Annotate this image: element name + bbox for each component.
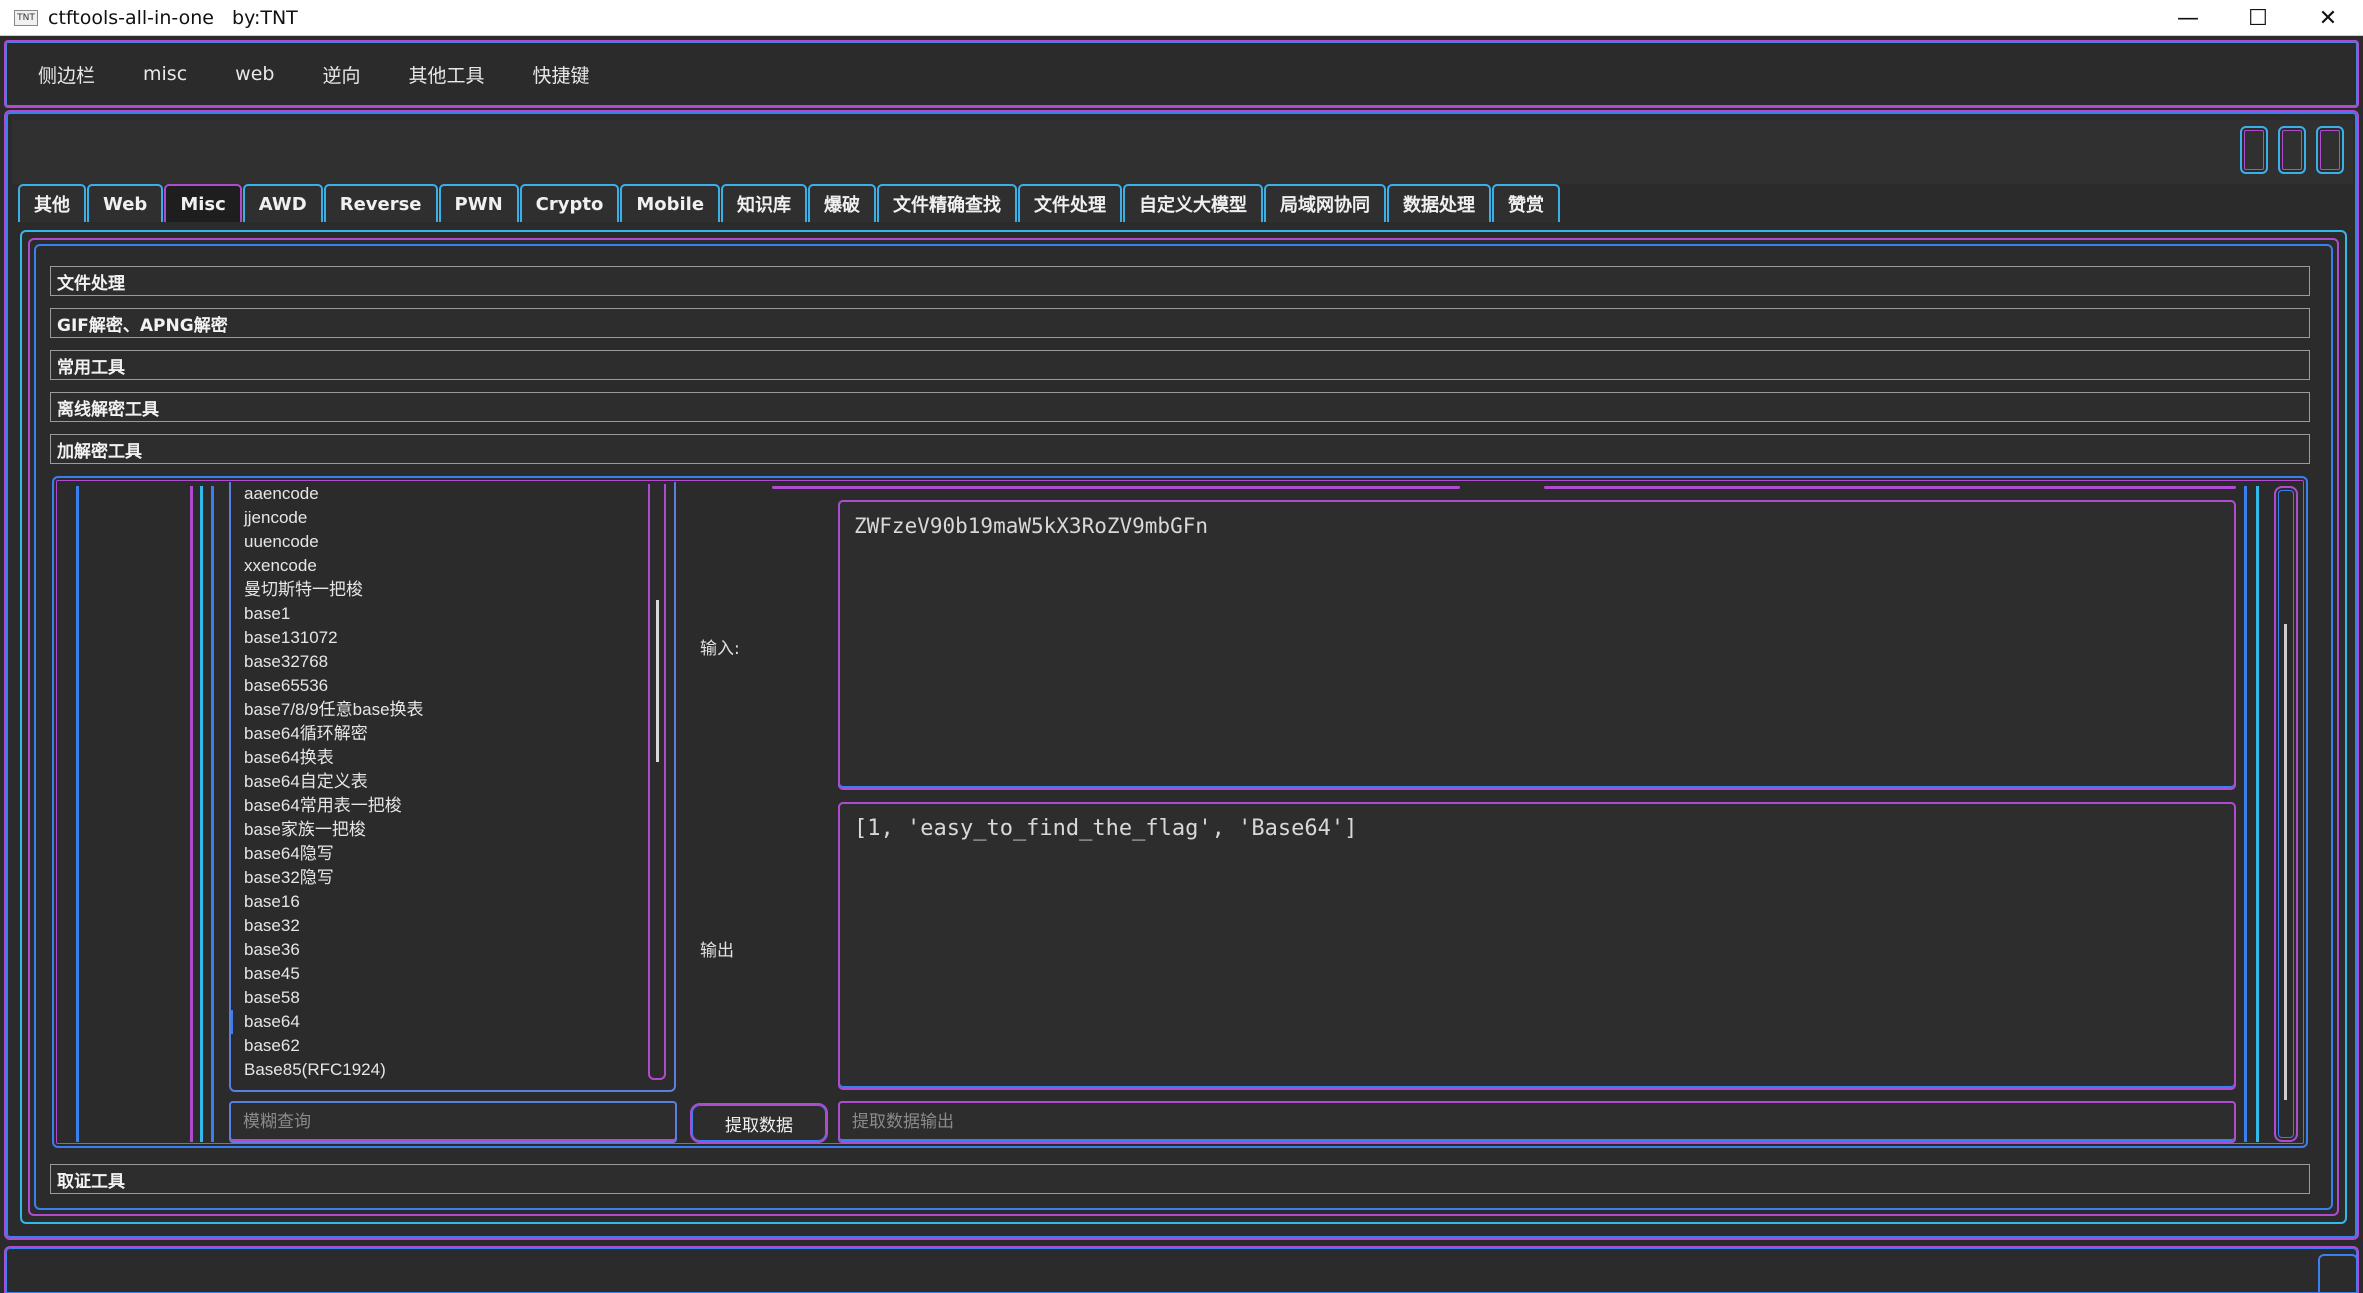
content-frame-inner [34, 244, 2333, 1210]
tab-misc[interactable]: Misc [164, 184, 242, 222]
frame-line [2256, 486, 2259, 1142]
output-textarea[interactable]: [1, 'easy_to_find_the_flag', 'Base64'] [838, 802, 2236, 1090]
menu-bar: 侧边栏 misc web 逆向 其他工具 快捷键 [4, 40, 2359, 108]
list-item[interactable]: uuencode [244, 532, 319, 551]
section-crypto-tools[interactable]: 加解密工具 [50, 434, 2310, 464]
corner-button-3[interactable] [2316, 126, 2344, 174]
list-scrollbar-thumb[interactable] [656, 600, 659, 762]
list-item[interactable]: jjencode [244, 508, 308, 527]
list-item[interactable]: aaencode [244, 484, 319, 503]
top-strip [12, 120, 2353, 184]
minimize-icon[interactable]: — [2177, 5, 2199, 31]
section-common-tools[interactable]: 常用工具 [50, 350, 2310, 380]
list-item[interactable]: Base85(RFC1924) [244, 1060, 386, 1079]
list-item[interactable]: base131072 [244, 628, 338, 647]
list-item[interactable]: base7/8/9任意base换表 [244, 700, 424, 719]
list-item[interactable]: base64循环解密 [244, 724, 368, 743]
tab-donate[interactable]: 赞赏 [1492, 184, 1561, 222]
tab-web[interactable]: Web [87, 184, 164, 222]
tab-pwn[interactable]: PWN [438, 184, 519, 222]
content-frame-outer [20, 230, 2347, 1224]
tab-lan-collab[interactable]: 局域网协同 [1264, 184, 1387, 222]
close-icon[interactable]: ✕ [2318, 5, 2338, 31]
tab-reverse[interactable]: Reverse [323, 184, 438, 222]
maximize-icon[interactable]: ☐ [2248, 5, 2268, 31]
list-item[interactable]: base62 [244, 1036, 300, 1055]
frame-line [200, 486, 203, 1142]
menu-other-tools[interactable]: 其他工具 [408, 64, 485, 87]
input-textarea[interactable]: ZWFzeV90b19maW5kX3RoZV9mbGFn [838, 500, 2236, 790]
tab-custom-llm[interactable]: 自定义大模型 [1123, 184, 1264, 222]
list-item[interactable]: 曼切斯特一把梭 [244, 580, 363, 599]
list-item[interactable]: base45 [244, 964, 300, 983]
panel-top-accent [772, 486, 1460, 489]
tab-mobile[interactable]: Mobile [620, 184, 721, 222]
window-title: ctftools-all-in-one by:TNT [48, 6, 298, 29]
tab-knowledge-base[interactable]: 知识库 [721, 184, 808, 222]
frame-line [76, 486, 79, 1142]
frame-line [190, 486, 193, 1142]
list-item-current[interactable]: base64 [231, 1010, 674, 1034]
corner-button-1[interactable] [2240, 126, 2268, 174]
panel-top-accent [1544, 486, 2236, 489]
section-gif-apng[interactable]: GIF解密、APNG解密 [50, 308, 2310, 338]
section-offline-decrypt[interactable]: 离线解密工具 [50, 392, 2310, 422]
menu-sidebar[interactable]: 侧边栏 [38, 64, 96, 87]
tab-bruteforce[interactable]: 爆破 [808, 184, 877, 222]
frame-line [2244, 486, 2247, 1142]
tab-crypto[interactable]: Crypto [519, 184, 620, 222]
title-bar[interactable]: TNT ctftools-all-in-one by:TNT — ☐ ✕ [0, 0, 2363, 36]
list-item[interactable]: base65536 [244, 676, 329, 695]
input-label: 输入: [700, 639, 740, 659]
list-item[interactable]: base32隐写 [244, 868, 334, 887]
panel-scrollbar-thumb[interactable] [2284, 624, 2287, 1100]
encoding-list[interactable]: aaencode jjencode uuencode xxencode 曼切斯特… [229, 482, 676, 1092]
content-frame-middle [28, 238, 2339, 1216]
footer-bar [4, 1246, 2359, 1293]
extract-output-field[interactable] [838, 1101, 2236, 1143]
list-item[interactable]: base64自定义表 [244, 772, 368, 791]
tab-file-processing[interactable]: 文件处理 [1018, 184, 1123, 222]
panel-scrollbar[interactable] [2274, 486, 2298, 1142]
menu-web[interactable]: web [235, 63, 275, 85]
list-item[interactable]: base32 [244, 916, 300, 935]
tab-bar: 其他 Web Misc AWD Reverse PWN Crypto Mobil… [18, 184, 1561, 222]
list-item[interactable]: xxencode [244, 556, 317, 575]
list-item[interactable]: base64换表 [244, 748, 334, 767]
list-item[interactable]: base1 [244, 604, 291, 623]
list-item[interactable]: base64隐写 [244, 844, 334, 863]
tab-file-search[interactable]: 文件精确查找 [877, 184, 1018, 222]
crypto-panel [52, 476, 2308, 1148]
section-forensics[interactable]: 取证工具 [50, 1164, 2310, 1194]
list-scrollbar[interactable] [648, 484, 666, 1080]
footer-corner-button[interactable] [2318, 1254, 2358, 1293]
app-icon: TNT [14, 9, 38, 26]
menu-reverse[interactable]: 逆向 [322, 64, 361, 87]
tab-awd[interactable]: AWD [242, 184, 323, 222]
section-file-processing[interactable]: 文件处理 [50, 266, 2310, 296]
list-item[interactable]: base64常用表一把梭 [244, 796, 402, 815]
window-controls: — ☐ ✕ [2153, 0, 2363, 36]
list-item[interactable]: base58 [244, 988, 300, 1007]
extract-data-button[interactable]: 提取数据 [690, 1103, 828, 1143]
list-item[interactable]: base36 [244, 940, 300, 959]
menu-misc[interactable]: misc [143, 63, 188, 85]
frame-line [211, 486, 214, 1142]
tab-data-processing[interactable]: 数据处理 [1387, 184, 1492, 222]
list-item[interactable]: base家族一把梭 [244, 820, 366, 839]
corner-button-2[interactable] [2278, 126, 2306, 174]
tab-other[interactable]: 其他 [18, 184, 86, 222]
output-label: 输出 [700, 941, 734, 961]
fuzzy-search-input[interactable] [229, 1101, 677, 1143]
list-item[interactable]: base32768 [244, 652, 329, 671]
menu-shortcuts[interactable]: 快捷键 [532, 64, 590, 87]
list-item[interactable]: base16 [244, 892, 300, 911]
